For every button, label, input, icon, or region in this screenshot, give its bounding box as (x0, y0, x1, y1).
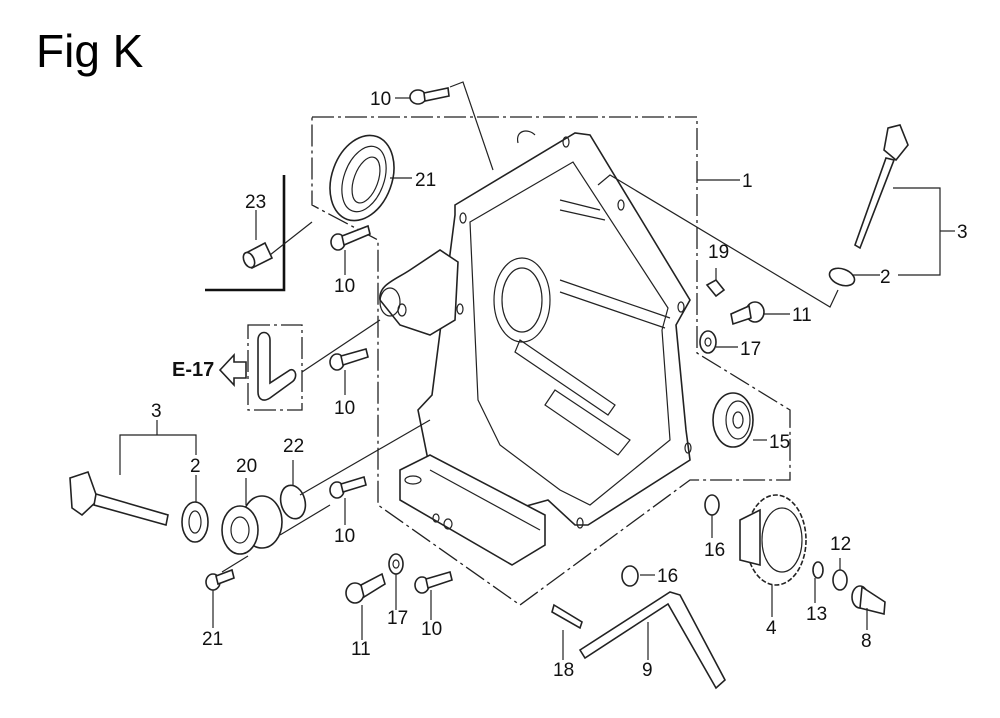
callout-3: 3 (151, 401, 162, 422)
bearing-14[interactable] (712, 392, 754, 448)
callout-10: 10 (421, 619, 442, 640)
washer-16-lower[interactable] (621, 565, 639, 587)
clip-13[interactable] (812, 561, 824, 579)
callout-4: 4 (766, 618, 777, 639)
callout-20: 20 (236, 456, 257, 477)
callout-15: 21 (415, 170, 436, 191)
bracket-23 (205, 175, 286, 292)
dowel-19[interactable] (705, 278, 726, 298)
bolt-10-bottom[interactable] (414, 570, 453, 594)
bolt-10-mid-left[interactable] (329, 348, 369, 371)
oil-filler-20[interactable] (221, 495, 283, 555)
oil-seal-15[interactable] (319, 126, 405, 229)
bolt-21[interactable] (205, 568, 235, 591)
bolt-10-lower-left[interactable] (329, 475, 367, 499)
oil-dipstick-left[interactable] (69, 470, 169, 527)
washer-16-upper[interactable] (704, 494, 720, 516)
washer-17-bottom[interactable] (388, 553, 404, 575)
callout-10: 10 (334, 526, 355, 547)
callout-labels: 10 21 1 3 2 19 11 17 15 23 10 10 3 2 20 … (151, 89, 968, 681)
o-ring-22[interactable] (277, 482, 309, 521)
crankcase-cover[interactable] (379, 130, 692, 566)
callout-2: 2 (190, 456, 201, 477)
callout-3: 3 (957, 222, 968, 243)
callout-9: 9 (642, 660, 653, 681)
leader-lines (119, 81, 955, 660)
callout-16: 16 (657, 566, 678, 587)
reference-label[interactable]: E-17 (172, 359, 214, 381)
callout-11: 11 (351, 639, 371, 660)
bolt-10-upper-left[interactable] (330, 224, 371, 251)
bolt-11-right[interactable] (730, 301, 765, 326)
callout-11: 11 (792, 305, 812, 326)
washer-12[interactable] (832, 569, 848, 591)
washer-2-left[interactable] (181, 501, 209, 543)
callout-10: 10 (334, 276, 355, 297)
callout-21: 21 (202, 629, 223, 650)
callout-13: 13 (806, 604, 827, 625)
washer-17-right[interactable] (699, 330, 717, 354)
callout-14: 15 (769, 432, 790, 453)
callout-17: 17 (740, 339, 761, 360)
reference-e17[interactable]: E-17 (172, 352, 247, 388)
breather-tube[interactable] (247, 324, 303, 411)
governor-gear-4[interactable] (739, 494, 807, 586)
callout-10: 10 (370, 89, 391, 110)
callout-2: 2 (880, 267, 891, 288)
callout-16: 16 (704, 540, 725, 561)
governor-arm-9[interactable] (578, 591, 727, 690)
washer-2-right[interactable] (827, 265, 857, 289)
callout-19: 19 (708, 242, 729, 263)
oil-dipstick-right[interactable] (854, 124, 909, 250)
callout-23: 23 (245, 192, 266, 213)
callout-1: 1 (742, 171, 753, 192)
bolt-11-bottom[interactable] (345, 572, 386, 604)
callout-8: 8 (861, 631, 872, 652)
shaft-8[interactable] (851, 585, 886, 616)
figure-title: Fig K (36, 25, 144, 77)
arrow-left-icon (218, 352, 247, 388)
dowel-pin-23[interactable] (241, 241, 274, 270)
pin-18[interactable] (551, 603, 583, 630)
assembly-boundary (311, 116, 791, 606)
bolt-10-top[interactable] (409, 87, 450, 105)
callout-18: 18 (553, 660, 574, 681)
callout-12: 12 (830, 534, 851, 555)
callout-22: 22 (283, 436, 304, 457)
callout-17: 17 (387, 608, 408, 629)
callout-10: 10 (334, 398, 355, 419)
